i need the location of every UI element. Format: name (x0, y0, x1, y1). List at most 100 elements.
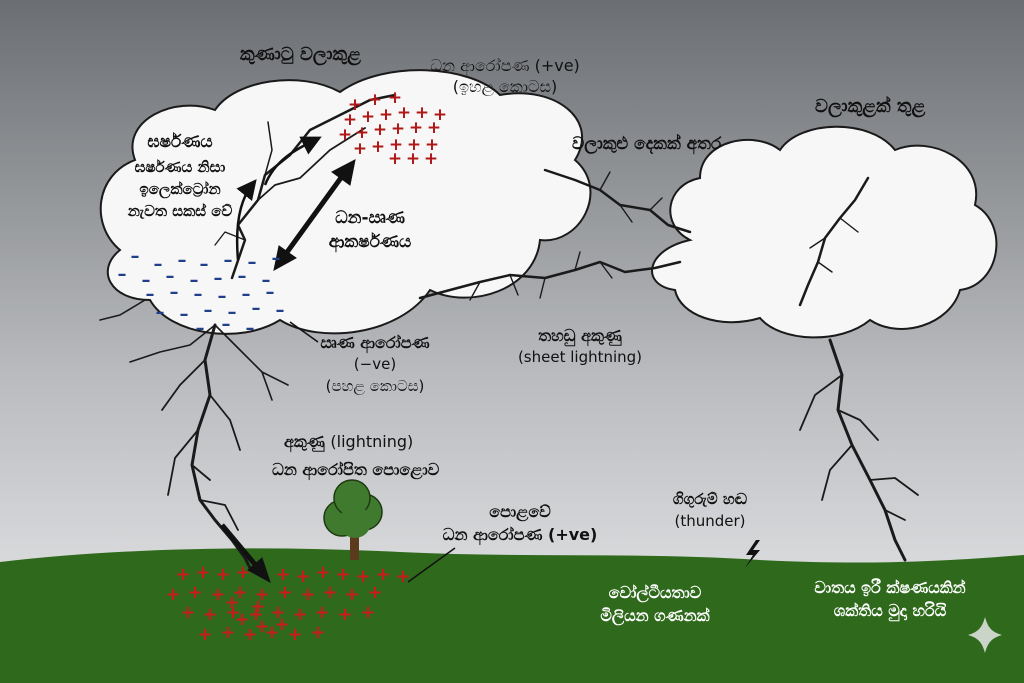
positive-charge-symbol: + (391, 119, 405, 139)
negative-charge-symbol: – (170, 282, 179, 303)
ground-positive-charge-symbol: + (242, 624, 257, 645)
tree (323, 479, 383, 560)
positive-charge-symbol: + (425, 135, 439, 155)
negative-sign-label: (−ve) (353, 355, 397, 373)
voltage-label-2: මිලියන ගණනක් (600, 606, 710, 625)
positive-charge-symbol: + (397, 103, 411, 123)
ground-positive-charge-symbol: + (187, 582, 202, 603)
negative-charge-symbol: – (166, 266, 175, 287)
attraction-arrow (273, 159, 356, 271)
thunder-en-label: (thunder) (674, 512, 746, 530)
negative-charge-symbol: – (190, 270, 199, 291)
ground-positive-charge-symbol: + (197, 624, 212, 645)
bottom-part-label: (පහළ කොටස) (325, 377, 425, 395)
negative-charge-symbol: – (156, 302, 165, 323)
positive-charge-symbol: + (371, 137, 385, 157)
positive-charge-symbol: + (433, 105, 447, 125)
positive-charges-top: +++++++++++++++++++++++ (338, 88, 447, 169)
thunder-bolt-icon (745, 540, 760, 568)
ground-positive-charge-symbol: + (310, 622, 325, 643)
ground-positive-charge-symbol: + (202, 604, 217, 625)
ground-positive-charge-symbol: + (235, 562, 250, 583)
positive-charge-symbol: + (348, 95, 362, 115)
positive-charge-symbol: + (373, 120, 387, 140)
ground-positive-charge-symbol: + (314, 602, 329, 623)
negative-charge-symbol: – (248, 252, 257, 273)
ground-positive-charge-symbol: + (322, 582, 337, 603)
energy-label-1: වාතය ඉරී ක්ෂණයකින් (814, 578, 966, 597)
voltage-label-1: වෝල්ටීයතාව (608, 583, 702, 602)
negative-charge-symbol: – (200, 254, 209, 275)
energy-label-2: ශක්තිය මුදා හරියි (833, 601, 947, 620)
positive-charge-symbol: + (388, 149, 402, 169)
friction-arrows (235, 136, 322, 261)
ground-positive-charge-symbol: + (335, 564, 350, 585)
ground-positive-charge-symbol: + (264, 622, 279, 643)
ground-positive-charge-symbol: + (232, 582, 247, 603)
negative-charge-symbol: – (222, 314, 231, 335)
positive-charge-symbol: + (353, 139, 367, 159)
negative-charge-symbol: – (252, 298, 261, 319)
ground-positive-charge-symbol: + (287, 624, 302, 645)
leader-lines (289, 321, 456, 583)
positive-charge-symbol: + (415, 103, 429, 123)
top-part-label: (ඉහළ කොටස) (452, 77, 558, 96)
ground-positive-charge-symbol: + (215, 564, 230, 585)
ground-positive-charge-symbol: + (355, 566, 370, 587)
ground-positive-charge-symbol: + (300, 584, 315, 605)
ground-positive-charge-symbol: + (344, 584, 359, 605)
positive-charge-symbol: + (368, 90, 382, 110)
attraction-label-1: ධන-ඍණ (335, 208, 405, 228)
ground-positive-charge-symbol: + (367, 582, 382, 603)
ground-positive-charge-symbol: + (270, 602, 285, 623)
lightning-si: අකුණු (284, 432, 325, 451)
positive-charge-symbol: + (379, 105, 393, 125)
ground-positive-charge-symbol: + (395, 566, 410, 587)
negative-charge-symbol: – (178, 250, 187, 271)
ground-positive-charge-symbol: + (295, 566, 310, 587)
ground-positive-charge-symbol: + (277, 582, 292, 603)
ground-positive-charge-symbol: + (195, 562, 210, 583)
negative-charge-symbol: – (238, 266, 247, 287)
ground-arrow (220, 523, 271, 584)
friction-desc-2: ඉලෙක්ට්‍රෝන (139, 180, 221, 198)
cloud-title: කුණාටු වලාකුළ (240, 44, 361, 65)
negative-charge-symbol: – (196, 318, 205, 339)
attraction-label-2: ආකර්ෂණය (328, 232, 412, 252)
negative-charge-symbol: – (204, 300, 213, 321)
friction-desc-1: ඝර්ෂණය නිසා (134, 158, 226, 176)
lightning-en: (lightning) (330, 432, 414, 451)
negative-charge-symbol: – (214, 268, 223, 289)
ground-positive-charge-symbol: + (224, 592, 239, 613)
negative-charge-symbol: – (242, 284, 251, 305)
lightning-label: අකුණු (lightning) (284, 432, 413, 452)
storm-cloud (99, 69, 592, 335)
ground-charge-label-2: ධන ආරෝපණ (+ve) (442, 525, 598, 544)
negative-charge-symbol: – (118, 264, 127, 285)
sheet-lightning-label: තහඩු අකුණු (538, 326, 622, 345)
positive-charge-symbol: + (427, 118, 441, 138)
positive-charge-symbol: + (355, 123, 369, 143)
ground-positive-charge-symbol: + (175, 564, 190, 585)
ground-positive-charge-symbol: + (315, 562, 330, 583)
friction-desc-3: නැවත සකස් වේ (127, 202, 233, 220)
thunder-si-label: ගිගුරුම් හඬ (672, 490, 748, 508)
ground-positive-charge-symbol: + (220, 622, 235, 643)
ground-positive-charge-symbol: + (375, 564, 390, 585)
negative-charge-symbol: – (180, 304, 189, 325)
positive-charge-top-label: ධන ආරෝපණ (+ve) (430, 56, 580, 75)
negative-charge-symbol: – (154, 254, 163, 275)
positive-charge-symbol: + (389, 135, 403, 155)
negative-charge-symbol: – (146, 284, 155, 305)
ground-positive-charge-symbol: + (225, 602, 240, 623)
ground-positive-charge-symbol: + (248, 604, 263, 625)
ground-positive-charge-symbol: + (254, 616, 269, 637)
positive-charge-symbol: + (343, 110, 357, 130)
right-cloud (651, 125, 998, 339)
ground-positive-charge-symbol: + (274, 614, 289, 635)
positive-charge-symbol: + (406, 149, 420, 169)
negative-charge-symbol: – (266, 282, 275, 303)
ground-positive-charge-symbol: + (165, 584, 180, 605)
negative-charges: ––––––––––––––––––––––––––––– (118, 246, 285, 339)
